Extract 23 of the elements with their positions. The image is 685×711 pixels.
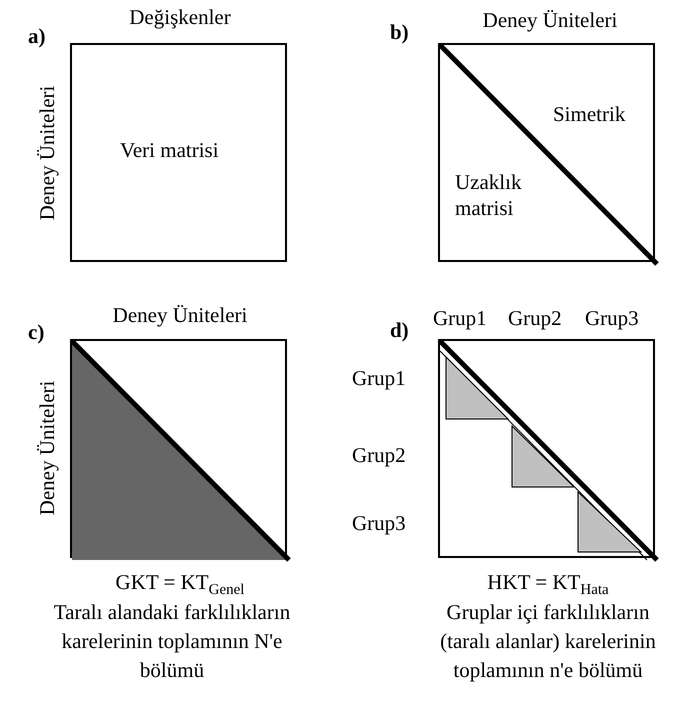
axis-title: Deney Üniteleri	[35, 86, 59, 220]
axis-label: HKT = KT$_{Hata}$	[487, 570, 609, 594]
axis-label: Grup2	[352, 443, 406, 467]
panel-letter: c)	[28, 320, 44, 344]
panel-letter: d)	[390, 318, 409, 342]
axis-label: Grup1	[352, 366, 406, 390]
axis-label: Grup3	[585, 306, 639, 330]
axis-title: Deney Üniteleri	[35, 380, 59, 516]
panel-letter: b)	[390, 20, 409, 44]
caption-text: Taralı alandaki farklılıkların karelerinin toplamının N'e bölümü	[52, 599, 292, 684]
matrix-label: Veri matrisi	[120, 137, 219, 163]
axis-label: Grup1	[433, 306, 487, 330]
panel-letter: a)	[28, 24, 46, 48]
axis-label: Deney Üniteleri	[112, 303, 248, 327]
caption-text: Gruplar içi farklılıkların (taralı alanlar) karelerinin toplamının n'e bölümü	[439, 599, 657, 684]
matrix-square	[70, 43, 287, 262]
axis-label: Grup3	[352, 511, 406, 535]
axis-label: Deney Üniteleri	[482, 8, 618, 32]
matrix-label: Uzaklık matrisi	[455, 169, 522, 221]
axis-label: GKT = KT$_{Genel}$	[116, 570, 244, 594]
axis-label: Değişkenler	[129, 5, 231, 29]
axis-label: Grup2	[508, 306, 562, 330]
matrix-label: Simetrik	[553, 101, 626, 127]
